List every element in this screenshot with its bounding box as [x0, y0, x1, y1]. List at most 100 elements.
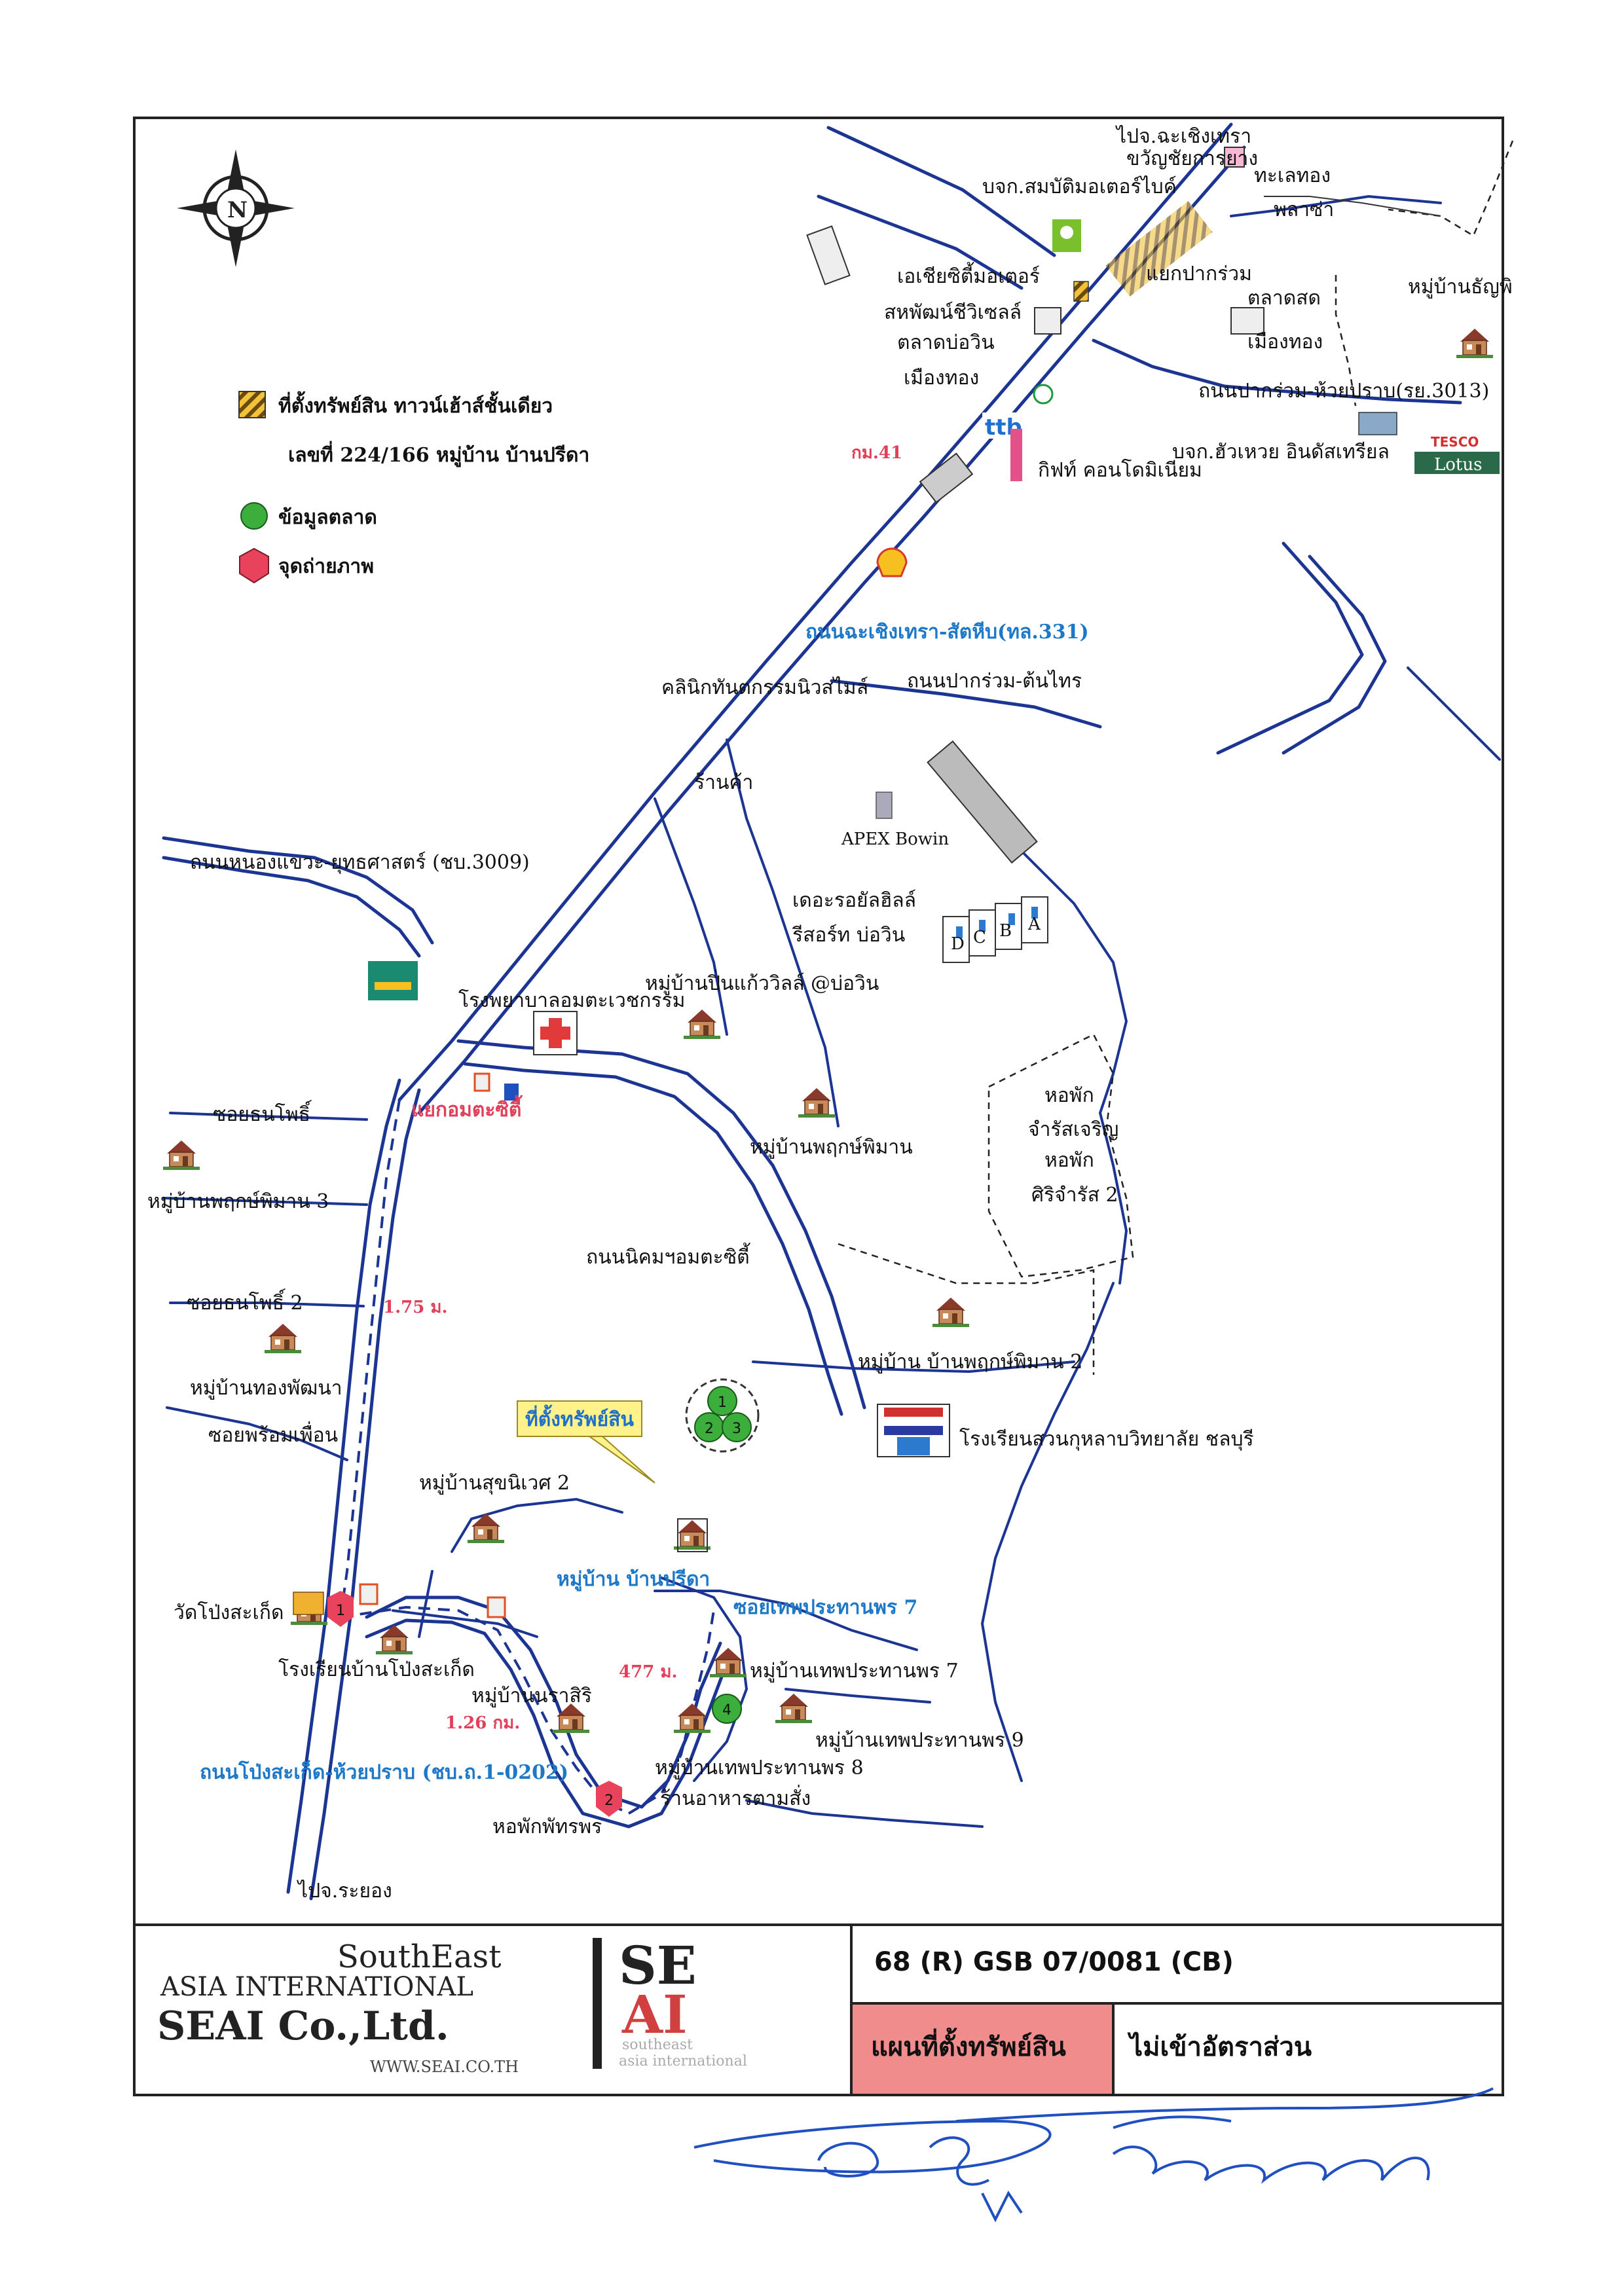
- boundary-dorm: [987, 1033, 1134, 1278]
- apex-building-icon: [876, 792, 893, 819]
- house-icon: [162, 1140, 200, 1171]
- gift-condo-icon: [1010, 429, 1022, 481]
- label-school-pong: โรงเรียนบ้านโป่งสะเก็ด: [278, 1657, 475, 1681]
- market-cluster: [685, 1378, 760, 1453]
- road-3009: [162, 836, 434, 958]
- north-arrow-icon: [177, 149, 295, 267]
- footer: [133, 1923, 1504, 2096]
- label-apex: APEX Bowin: [841, 829, 949, 849]
- label-plaza: พลาซ่า: [1274, 198, 1334, 221]
- hospital-icon: [533, 1011, 578, 1055]
- label-hua-huai: บจก.ฮัวเหวย อินดัสเทรียล: [1172, 441, 1390, 464]
- label-dist-477: 477 ม.: [619, 1662, 678, 1682]
- label-dorm1-a: หอพัก: [1044, 1084, 1094, 1107]
- label-phruek-phiman: หมู่บ้านพฤกษ์พิมาน: [750, 1136, 913, 1159]
- label-road-pak-ruam-ton-sai: ถนนปากร่วม-ต้นไทร: [907, 669, 1082, 693]
- label-wat: วัดโป่งสะเก็ด: [174, 1600, 284, 1624]
- label-yaek-amata: แยกอมตะซิตี้: [411, 1095, 523, 1121]
- road-village-loop-1: [392, 1609, 538, 1638]
- signature: [693, 2087, 1494, 2223]
- temple-icon: [293, 1592, 324, 1615]
- label-thep9: หมู่บ้านเทพประทานพร 9: [815, 1729, 1024, 1752]
- school-flag-icon: [877, 1404, 950, 1457]
- house-icon: [932, 1297, 970, 1328]
- label-thep8: หมู่บ้านเทพประทานพร 8: [655, 1757, 864, 1779]
- tesco-lotus-logo: [1414, 432, 1500, 478]
- house-icon: [798, 1087, 836, 1118]
- legend-property-swatch: [238, 391, 266, 418]
- road-bottom-1: [745, 1799, 984, 1828]
- legend-photo-swatch: [239, 547, 269, 584]
- road-soi-phrom: [166, 1406, 348, 1461]
- label-to-chachoengsao: ไปจ.ฉะเชิงเทรา: [1115, 124, 1251, 148]
- scale-note: ไม่เข้าอัตราส่วน: [1127, 2032, 1312, 2062]
- north-label: N: [227, 197, 248, 223]
- house-icon: [673, 1520, 711, 1550]
- label-asia-motor: เอเชียซิตี้มอเตอร์: [897, 262, 1040, 288]
- label-talat-sot: ตลาดสด: [1247, 287, 1321, 310]
- label-suk-niwet-2: หมู่บ้านสุขนิเวศ 2: [419, 1472, 570, 1495]
- label-khwan-chai: ขวัญชัยการยาง: [1126, 147, 1258, 170]
- property-tag-label: ที่ตั้งทรัพย์สิน: [525, 1404, 634, 1431]
- house-icon: [1456, 328, 1494, 359]
- doc-title: แผนที่ตั้งทรัพย์สิน: [871, 2028, 1066, 2062]
- company-line1: SouthEast: [337, 1939, 501, 1975]
- label-soi-thon-pho: ซอยธนโพธิ์: [213, 1100, 312, 1126]
- resort-blocks: [942, 896, 1048, 963]
- boundary-east: [1264, 196, 1441, 217]
- logo-se: SE: [619, 1935, 697, 1996]
- photo-point-2-num: 2: [604, 1793, 614, 1809]
- logo-sub1: southeast: [622, 2037, 693, 2053]
- company-line2: ASIA INTERNATIONAL: [160, 1972, 473, 2002]
- label-pin-kaew: หมู่บ้านปิ่นแก้ววิลล์ @บ่อวิน: [645, 970, 879, 995]
- market-marker-2-num: 2: [705, 1421, 714, 1437]
- block-d: D: [951, 934, 965, 954]
- label-shop: ร้านค้า: [694, 771, 753, 794]
- block-a: A: [1027, 915, 1041, 934]
- building-blocks: [806, 147, 1264, 864]
- photo-point-1-num: 1: [336, 1603, 345, 1619]
- highway-331: [397, 122, 1246, 1115]
- road-amata-nikhom: [456, 1039, 866, 1416]
- label-road-331: ถนนฉะเชิงเทรา-สัตหีบ(ทล.331): [805, 621, 1089, 644]
- label-road-nikhom: ถนนนิคมฯอมตะซิตี้: [586, 1243, 750, 1269]
- label-restaurant: ร้านอาหารตามสั่ง: [660, 1785, 811, 1810]
- seven-eleven-icon: [359, 1583, 378, 1605]
- label-mueang-thong: เมืองทอง: [904, 367, 979, 390]
- legend-property-line2: เลขที่ 224/166 หมู่บ้าน บ้านปรีดา: [288, 441, 589, 467]
- label-dorm2-b: ศิริจำรัส 2: [1031, 1184, 1118, 1207]
- road-soi-thon-pho: [169, 1112, 368, 1121]
- property-house-box: [677, 1518, 708, 1552]
- company-line3: SEAI Co.,Ltd.: [157, 2003, 449, 2049]
- market-marker-4-num: 4: [722, 1702, 731, 1719]
- market-marker-1: [707, 1386, 737, 1416]
- label-road-pak-ruam-huai-prap: ถนนปากร่วม-ห้วยปราบ(รย.3013): [1198, 380, 1489, 403]
- road-bottom-2: [784, 1688, 931, 1704]
- mega-home-logo: [368, 961, 418, 1000]
- block-b: B: [999, 921, 1012, 941]
- road-east-curve: [1216, 541, 1364, 755]
- label-sombat: บจก.สมบัติมอเตอร์ไบค์: [982, 175, 1177, 198]
- label-dorm1-b: จำรัสเจริญ: [1028, 1118, 1118, 1141]
- road-east-curve-2: [1282, 555, 1387, 755]
- label-ban-prida: หมู่บ้าน บ้านปรีดา: [557, 1568, 710, 1592]
- seven-eleven-icon: [473, 1072, 490, 1092]
- road-south-east: [980, 1282, 1115, 1782]
- label-yaek-pak-ruam: แยกปากร่วม: [1146, 263, 1252, 285]
- sombat-logo: [1052, 219, 1081, 252]
- boundary-top-right: [1388, 140, 1514, 237]
- road-top-left: [826, 126, 1056, 257]
- market-marker-1-num: 1: [718, 1394, 727, 1411]
- label-resort-2: รีสอร์ท บ่อวิน: [792, 924, 905, 947]
- factory-icon: [1358, 412, 1397, 435]
- photo-point-2: [596, 1781, 622, 1817]
- road-pin-kaew: [654, 797, 728, 1036]
- label-phruek-phiman-2: หมู่บ้าน บ้านพฤกษ์พิมาน 2: [858, 1351, 1082, 1374]
- label-soi-thep7: ซอยเทพประทานพร 7: [733, 1596, 917, 1619]
- road-resort-east: [1020, 850, 1128, 1285]
- road-east-right: [1407, 666, 1501, 761]
- road-pak-ruam-ton-sai: [830, 679, 1102, 729]
- road-inner-loop: [365, 1595, 729, 1829]
- logo-ai: AI: [621, 1984, 688, 2045]
